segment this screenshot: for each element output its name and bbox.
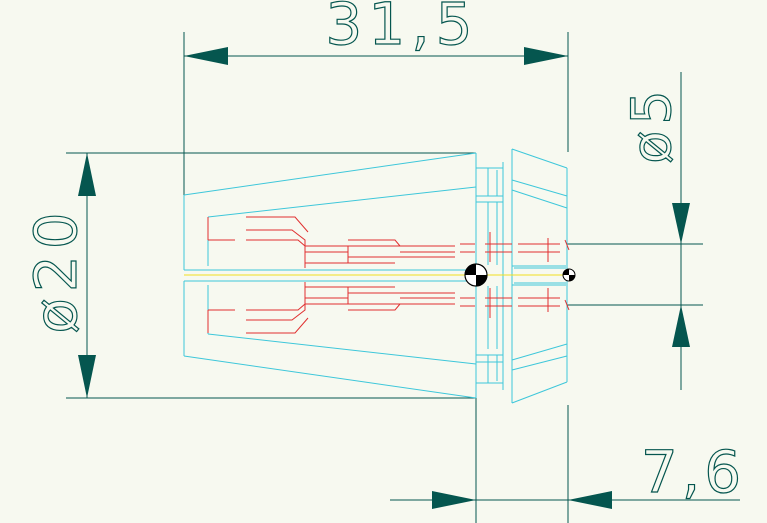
center-of-gravity-icon — [464, 263, 488, 287]
arrow-up-icon — [672, 305, 690, 347]
arrow-up-icon — [78, 153, 96, 196]
dimension-arrows — [78, 47, 690, 509]
dimension-lines — [66, 32, 740, 523]
arrow-right-icon — [524, 47, 568, 65]
nose-length-label: 7,6 — [641, 438, 745, 506]
outer-diameter-label: ø20 — [22, 206, 90, 333]
arrow-left-icon — [184, 47, 228, 65]
overall-length-label: 31,5 — [325, 0, 478, 58]
small-center-marker-icon — [562, 268, 576, 282]
arrow-right-icon — [432, 491, 476, 509]
bore-diameter-label: ø5 — [620, 84, 683, 163]
collet-outline — [183, 148, 568, 404]
arrow-left-icon — [568, 491, 612, 509]
arrow-down-icon — [78, 355, 96, 398]
internal-slot-lines — [207, 216, 570, 334]
arrow-down-icon — [672, 203, 690, 244]
dimension-labels: 31,5 ø20 ø5 7,6 — [21, 0, 745, 507]
